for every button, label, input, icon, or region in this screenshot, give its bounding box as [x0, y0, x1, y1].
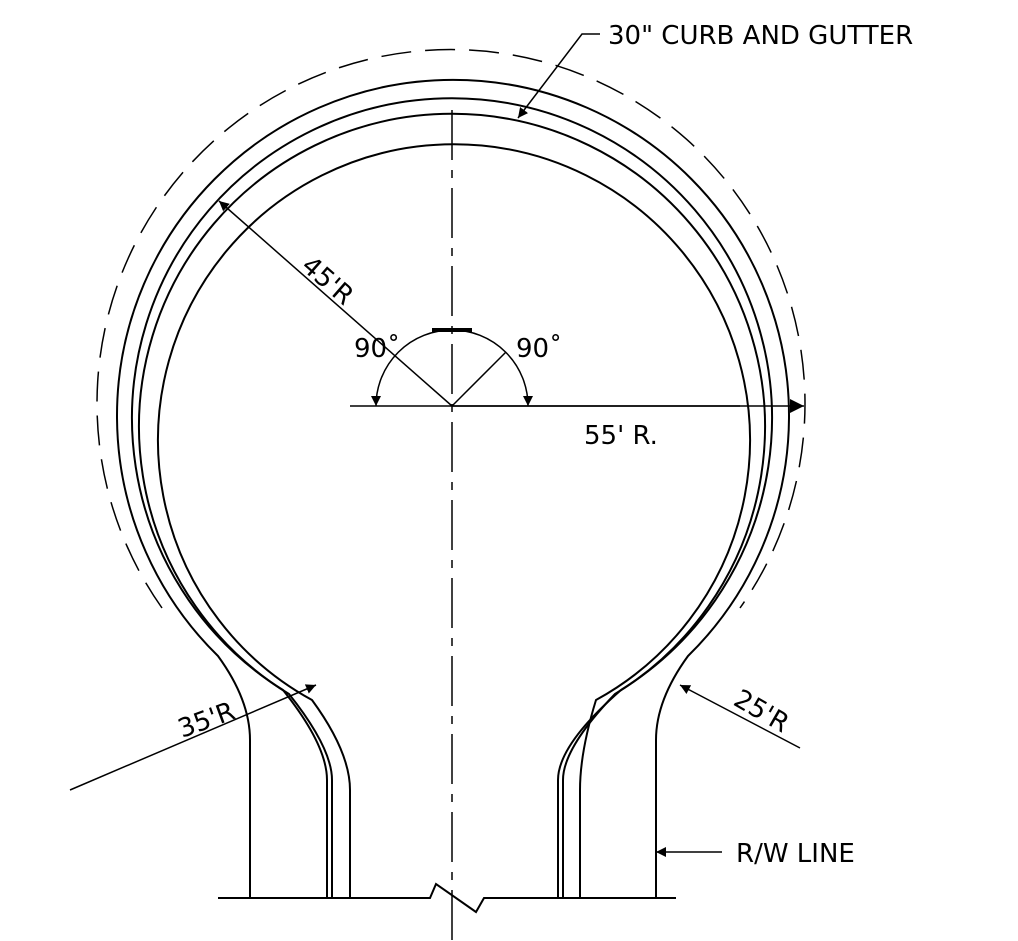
r45-dimension-line: [218, 200, 453, 407]
r35-leader: [69, 684, 317, 791]
label-r45: 45'R: [295, 251, 359, 312]
label-angle-left: 90˚: [354, 334, 400, 364]
angle-ray-right: [451, 351, 507, 407]
curb-gutter-leader: [517, 33, 600, 119]
label-r25: 25'R: [729, 684, 794, 739]
label-rw-line: R/W LINE: [736, 839, 855, 869]
label-r35: 35'R: [174, 696, 239, 744]
curb-back-line: [131, 97, 773, 898]
curb-face-line: [138, 112, 766, 898]
r25-leader: [679, 684, 801, 749]
label-curb-gutter: 30" CURB AND GUTTER: [608, 21, 913, 51]
label-angle-right: 90˚: [516, 334, 562, 364]
rw-line-path: [116, 78, 790, 898]
gutter-line: [157, 143, 751, 898]
break-line: [218, 882, 676, 914]
label-r55: 55' R.: [584, 421, 658, 451]
dashed-outer-arc: [96, 48, 806, 609]
